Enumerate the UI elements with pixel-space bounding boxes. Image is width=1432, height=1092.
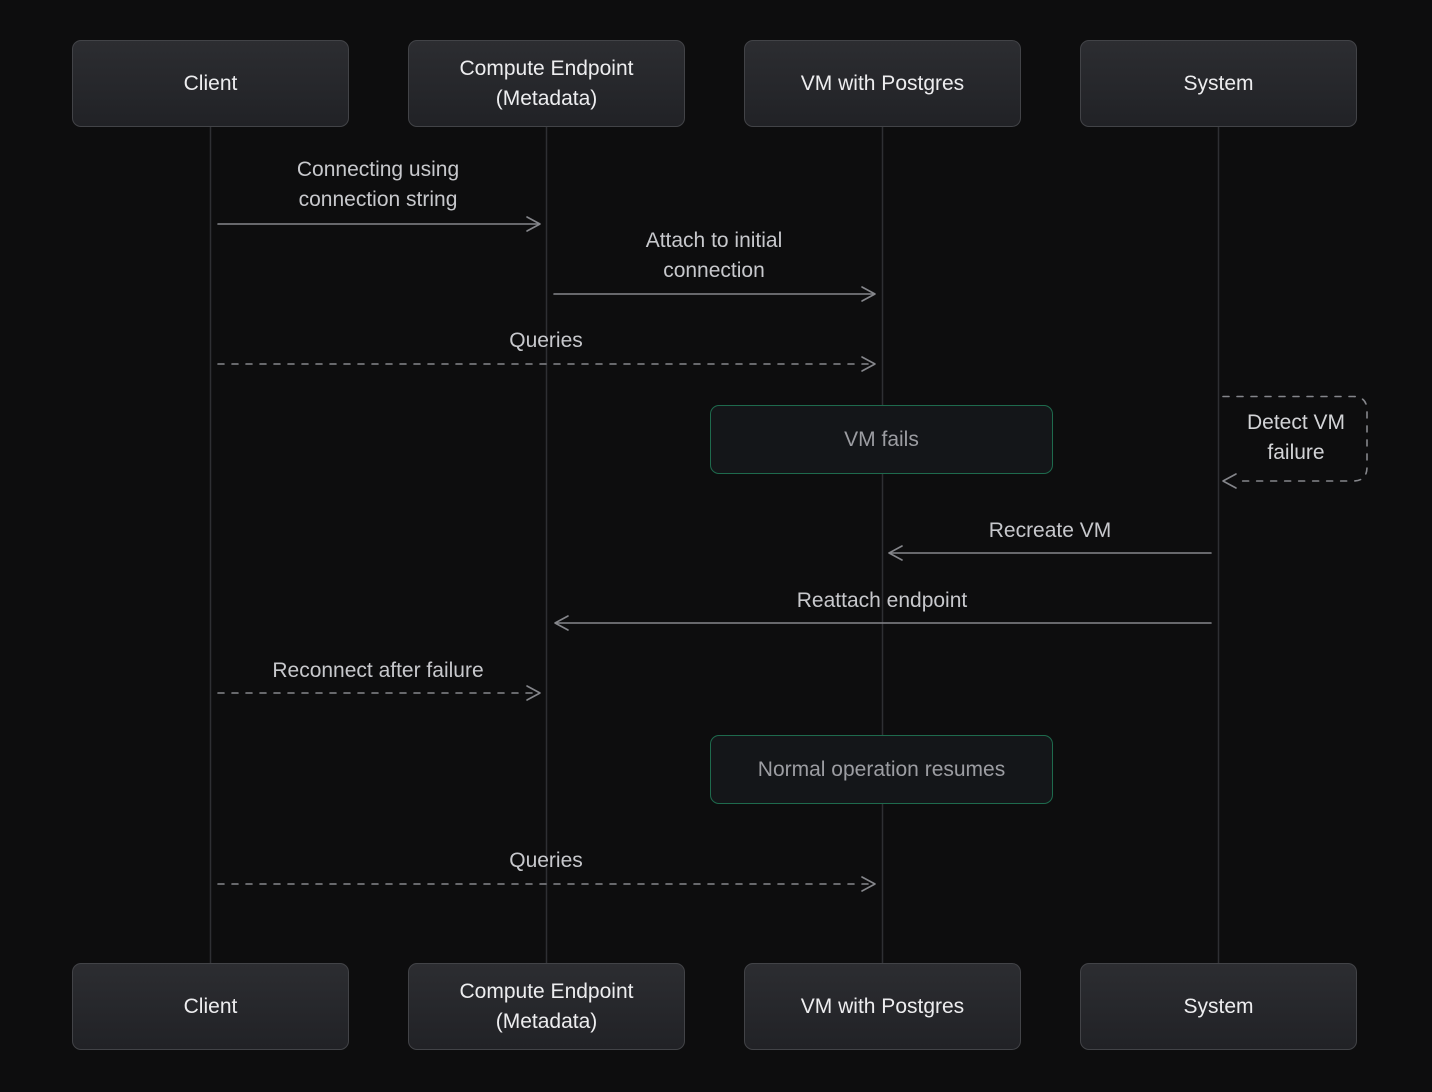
arrow-connecting <box>218 217 540 231</box>
actor-label: Compute Endpoint (Metadata) <box>459 56 634 110</box>
message-label-queries-1: Queries <box>509 329 583 352</box>
actor-label: System <box>1183 994 1254 1018</box>
message-label-attach-initial: Attach to initial connection <box>645 229 783 282</box>
actor-label: Client <box>183 71 238 95</box>
message-label-reattach-endpoint: Reattach endpoint <box>796 589 968 612</box>
arrow-queries-1 <box>218 357 875 371</box>
actor-vm-postgres-top: VM with Postgres <box>744 40 1021 127</box>
lifelines <box>211 127 1219 964</box>
actor-system-bottom: System <box>1080 963 1357 1050</box>
message-label-connecting: Connecting using connection string <box>296 158 460 211</box>
message-label-reconnect: Reconnect after failure <box>272 659 484 682</box>
note-label-detect-vm-failure: Detect VM failure <box>1246 411 1346 464</box>
actor-client-bottom: Client <box>72 963 349 1050</box>
message-label-queries-2: Queries <box>509 849 583 872</box>
arrow-detect-vm-failure-self <box>1223 397 1367 489</box>
state-box-normal-operation: Normal operation resumes <box>710 735 1053 804</box>
actor-label: VM with Postgres <box>800 71 965 95</box>
actor-label: Client <box>183 994 238 1018</box>
arrow-reconnect <box>218 686 540 700</box>
state-label: Normal operation resumes <box>757 757 1006 781</box>
state-label: VM fails <box>844 427 919 451</box>
arrow-queries-2 <box>218 877 875 891</box>
arrow-attach-initial <box>554 287 875 301</box>
actor-client-top: Client <box>72 40 349 127</box>
message-label-recreate-vm: Recreate VM <box>988 519 1112 542</box>
arrow-recreate-vm <box>889 546 1211 560</box>
actor-compute-endpoint-bottom: Compute Endpoint (Metadata) <box>408 963 685 1050</box>
arrow-reattach-endpoint <box>555 616 1211 630</box>
actor-compute-endpoint-top: Compute Endpoint (Metadata) <box>408 40 685 127</box>
actor-system-top: System <box>1080 40 1357 127</box>
actor-label: VM with Postgres <box>800 994 965 1018</box>
state-box-vm-fails: VM fails <box>710 405 1053 474</box>
actor-label: Compute Endpoint (Metadata) <box>459 979 634 1033</box>
actor-vm-postgres-bottom: VM with Postgres <box>744 963 1021 1050</box>
actor-label: System <box>1183 71 1254 95</box>
